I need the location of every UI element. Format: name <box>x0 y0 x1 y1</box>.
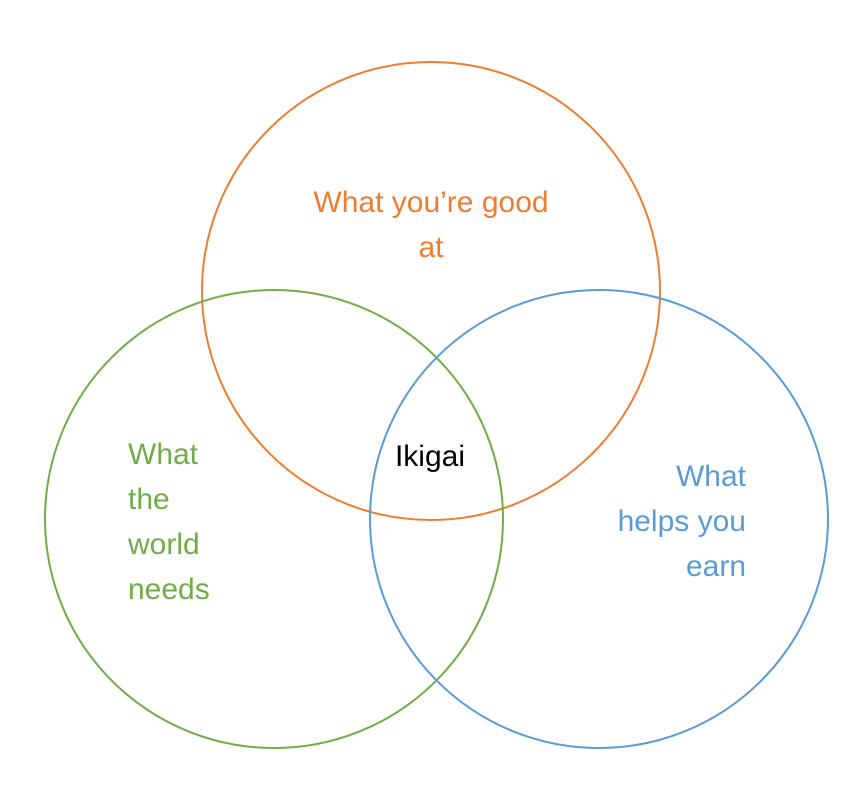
circle-good-at <box>201 61 661 521</box>
label-world-needs: What the world needs <box>128 438 210 606</box>
label-helps-earn: What helps you earn <box>617 460 746 583</box>
circle-world-needs <box>44 289 504 749</box>
circle-helps-earn <box>369 289 829 749</box>
label-ikigai: Ikigai <box>394 440 466 473</box>
label-good-at: What you’re good at <box>313 186 549 264</box>
